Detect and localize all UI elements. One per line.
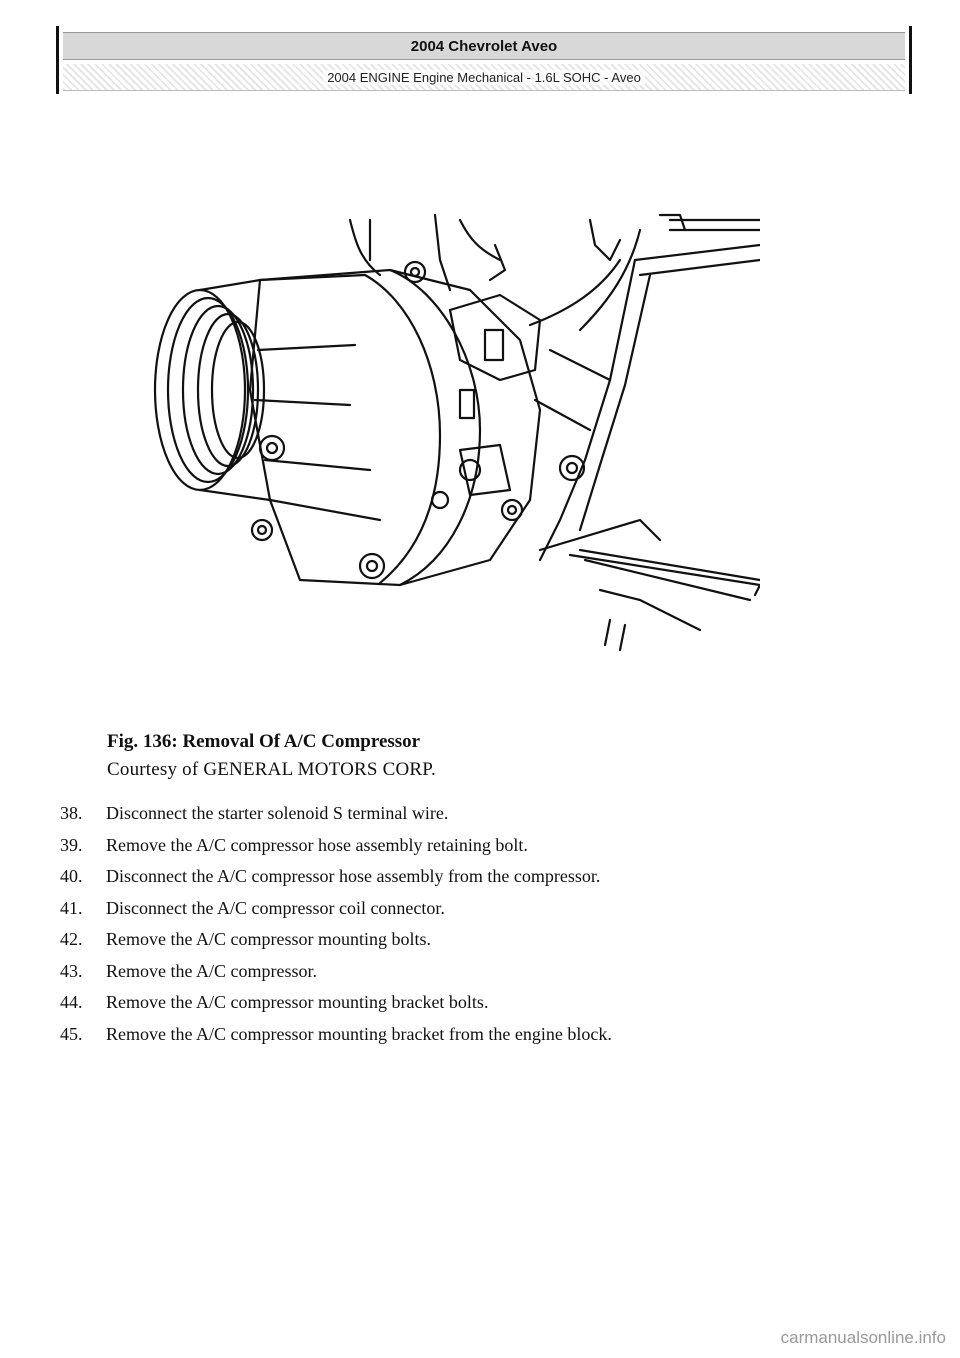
step-number: 39. <box>60 834 83 855</box>
ac-compressor-illustration <box>140 200 760 660</box>
procedure-steps: 38. Disconnect the starter solenoid S ter… <box>60 798 920 1050</box>
step-text: Disconnect the A/C compressor hose assem… <box>106 866 601 887</box>
page-header: 2004 Chevrolet Aveo 2004 ENGINE Engine M… <box>56 26 912 94</box>
step-text: Disconnect the starter solenoid S termin… <box>106 803 449 824</box>
step-item: 39. Remove the A/C compressor hose assemb… <box>60 830 920 862</box>
step-text: Remove the A/C compressor mounting brack… <box>106 992 489 1013</box>
header-title-bar: 2004 Chevrolet Aveo <box>63 32 905 60</box>
compressor-body-drawing <box>248 268 542 587</box>
step-number: 44. <box>60 992 83 1013</box>
mounting-bolts-drawing <box>250 260 586 580</box>
step-text: Remove the A/C compressor. <box>106 960 317 981</box>
header-subtitle-bar: 2004 ENGINE Engine Mechanical - 1.6L SOH… <box>63 64 905 91</box>
step-item: 38. Disconnect the starter solenoid S ter… <box>60 798 920 830</box>
rear-head-drawing <box>430 293 542 510</box>
step-text: Remove the A/C compressor mounting brack… <box>106 1023 612 1044</box>
step-number: 41. <box>60 897 83 918</box>
step-number: 40. <box>60 866 83 887</box>
figure-caption-credit: Courtesy of GENERAL MOTORS CORP. <box>107 759 436 780</box>
step-item: 45. Remove the A/C compressor mounting br… <box>60 1019 920 1051</box>
mounting-bracket-drawing <box>533 243 760 652</box>
figure-caption: Fig. 136: Removal Of A/C Compressor Cour… <box>107 728 436 784</box>
step-item: 41. Disconnect the A/C compressor coil co… <box>60 893 920 925</box>
step-text: Remove the A/C compressor mounting bolts… <box>106 929 431 950</box>
step-number: 38. <box>60 803 83 824</box>
step-number: 45. <box>60 1023 83 1044</box>
watermark-link[interactable]: carmanualsonline.info <box>780 1328 946 1347</box>
step-number: 43. <box>60 960 83 981</box>
document-title: 2004 Chevrolet Aveo <box>410 37 558 55</box>
step-text: Disconnect the A/C compressor coil conne… <box>106 897 445 918</box>
step-item: 43. Remove the A/C compressor. <box>60 956 920 988</box>
figure-caption-title: Fig. 136: Removal Of A/C Compressor <box>107 731 421 752</box>
document-subtitle: 2004 ENGINE Engine Mechanical - 1.6L SOH… <box>323 69 645 85</box>
pulley-drawing <box>153 278 272 502</box>
step-number: 42. <box>60 929 83 950</box>
hose-assembly-drawing <box>348 213 760 332</box>
step-item: 42. Remove the A/C compressor mounting bo… <box>60 924 920 956</box>
step-item: 40. Disconnect the A/C compressor hose as… <box>60 861 920 893</box>
step-item: 44. Remove the A/C compressor mounting br… <box>60 987 920 1019</box>
step-text: Remove the A/C compressor hose assembly … <box>106 834 528 855</box>
